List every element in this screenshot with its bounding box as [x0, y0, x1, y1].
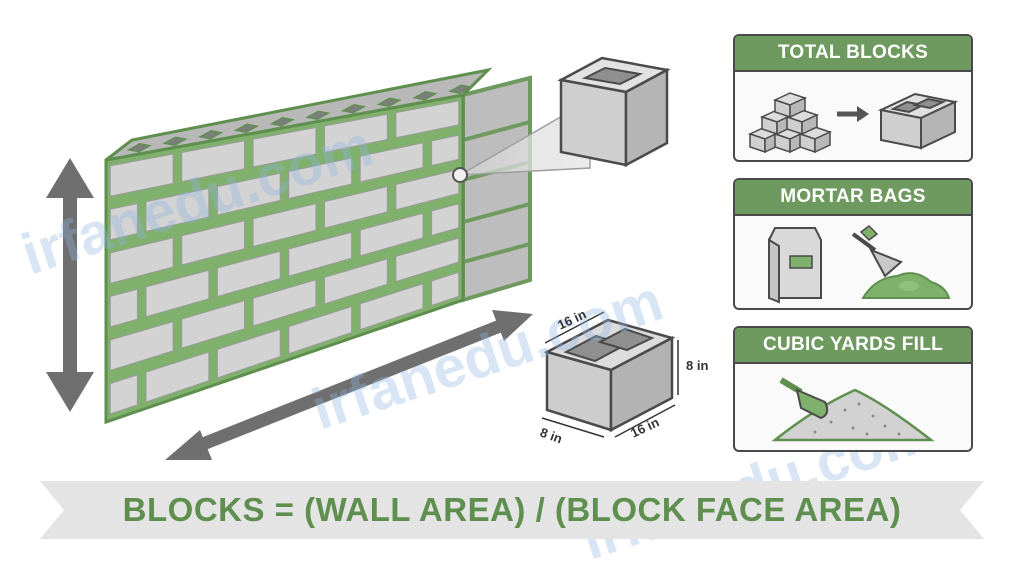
- wall-block: [181, 300, 246, 349]
- length-arrow: [165, 310, 533, 460]
- wall-top-edge: [105, 67, 493, 162]
- height-label: 8 in: [686, 358, 709, 373]
- wall-block: [216, 250, 281, 298]
- total-blocks-panel: TOTAL BLOCKS: [733, 34, 973, 162]
- block-stack-to-block-icon: [747, 92, 959, 154]
- wall-block: [181, 140, 246, 183]
- zoomed-block: [557, 56, 671, 168]
- arrow-right-icon: [837, 106, 869, 122]
- wall-block: [323, 185, 388, 229]
- fill-pile-icon: [771, 388, 935, 442]
- mortar-pile-icon: [861, 272, 951, 299]
- wall-block: [252, 126, 317, 168]
- wall-block: [359, 283, 424, 331]
- wall-block: [145, 269, 210, 318]
- block-core: [126, 142, 153, 153]
- single-block-icon: [877, 92, 959, 150]
- wall-block: [431, 134, 460, 167]
- wall-block: [395, 237, 460, 283]
- wall-block: [216, 172, 281, 216]
- block-core: [162, 136, 188, 147]
- mortar-bags-title: MORTAR BAGS: [735, 180, 971, 216]
- mortar-bag-trowel-icon: [768, 225, 951, 304]
- trowel-icon: [851, 225, 903, 278]
- wall-block: [181, 220, 246, 266]
- wall-block: [109, 374, 138, 415]
- wall-block: [323, 113, 388, 154]
- formula-text: BLOCKS = (WALL AREA) / (BLOCK FACE AREA): [122, 491, 902, 528]
- cubic-yards-fill-panel: CUBIC YARDS FILL: [733, 326, 973, 452]
- wall-block: [109, 288, 138, 328]
- wall-block: [431, 271, 460, 307]
- wall-block: [395, 168, 460, 211]
- block-core: [233, 123, 260, 134]
- dimensioned-block: [541, 311, 679, 438]
- wall-block: [359, 212, 424, 257]
- mortar-bags-panel: MORTAR BAGS: [733, 178, 973, 310]
- wall-block: [145, 187, 210, 233]
- wall-block: [431, 203, 460, 237]
- wall-block: [288, 231, 353, 277]
- block-core: [269, 116, 295, 127]
- block-core: [198, 129, 224, 140]
- height-arrow: [46, 158, 94, 412]
- wall-block: [252, 203, 317, 248]
- wall-block: [288, 157, 353, 200]
- total-blocks-title: TOTAL BLOCKS: [735, 36, 971, 72]
- formula-banner: [40, 481, 984, 539]
- wall-side-face: [461, 75, 532, 303]
- wall-block: [288, 305, 353, 355]
- wall-block: [109, 320, 174, 372]
- block-core: [412, 90, 438, 101]
- wall-block: [323, 258, 388, 305]
- block-stack-icon: [747, 92, 833, 154]
- wall-block: [395, 100, 460, 139]
- wall-block: [252, 279, 317, 327]
- mortar-bag-icon: [768, 227, 822, 304]
- block-core: [305, 110, 331, 121]
- wall-block: [109, 237, 174, 284]
- block-core: [376, 97, 402, 108]
- wall-block: [109, 153, 174, 197]
- block-core: [340, 103, 367, 114]
- block-core: [447, 84, 474, 95]
- fill-scoop-pile-icon: [771, 377, 935, 442]
- wall-blocks: [109, 100, 460, 415]
- wall-block: [216, 328, 281, 379]
- cubic-yards-fill-title: CUBIC YARDS FILL: [735, 328, 971, 364]
- wall-block: [359, 142, 424, 183]
- wall-block: [145, 351, 210, 403]
- wall-block: [109, 202, 138, 241]
- scoop-icon: [779, 377, 829, 420]
